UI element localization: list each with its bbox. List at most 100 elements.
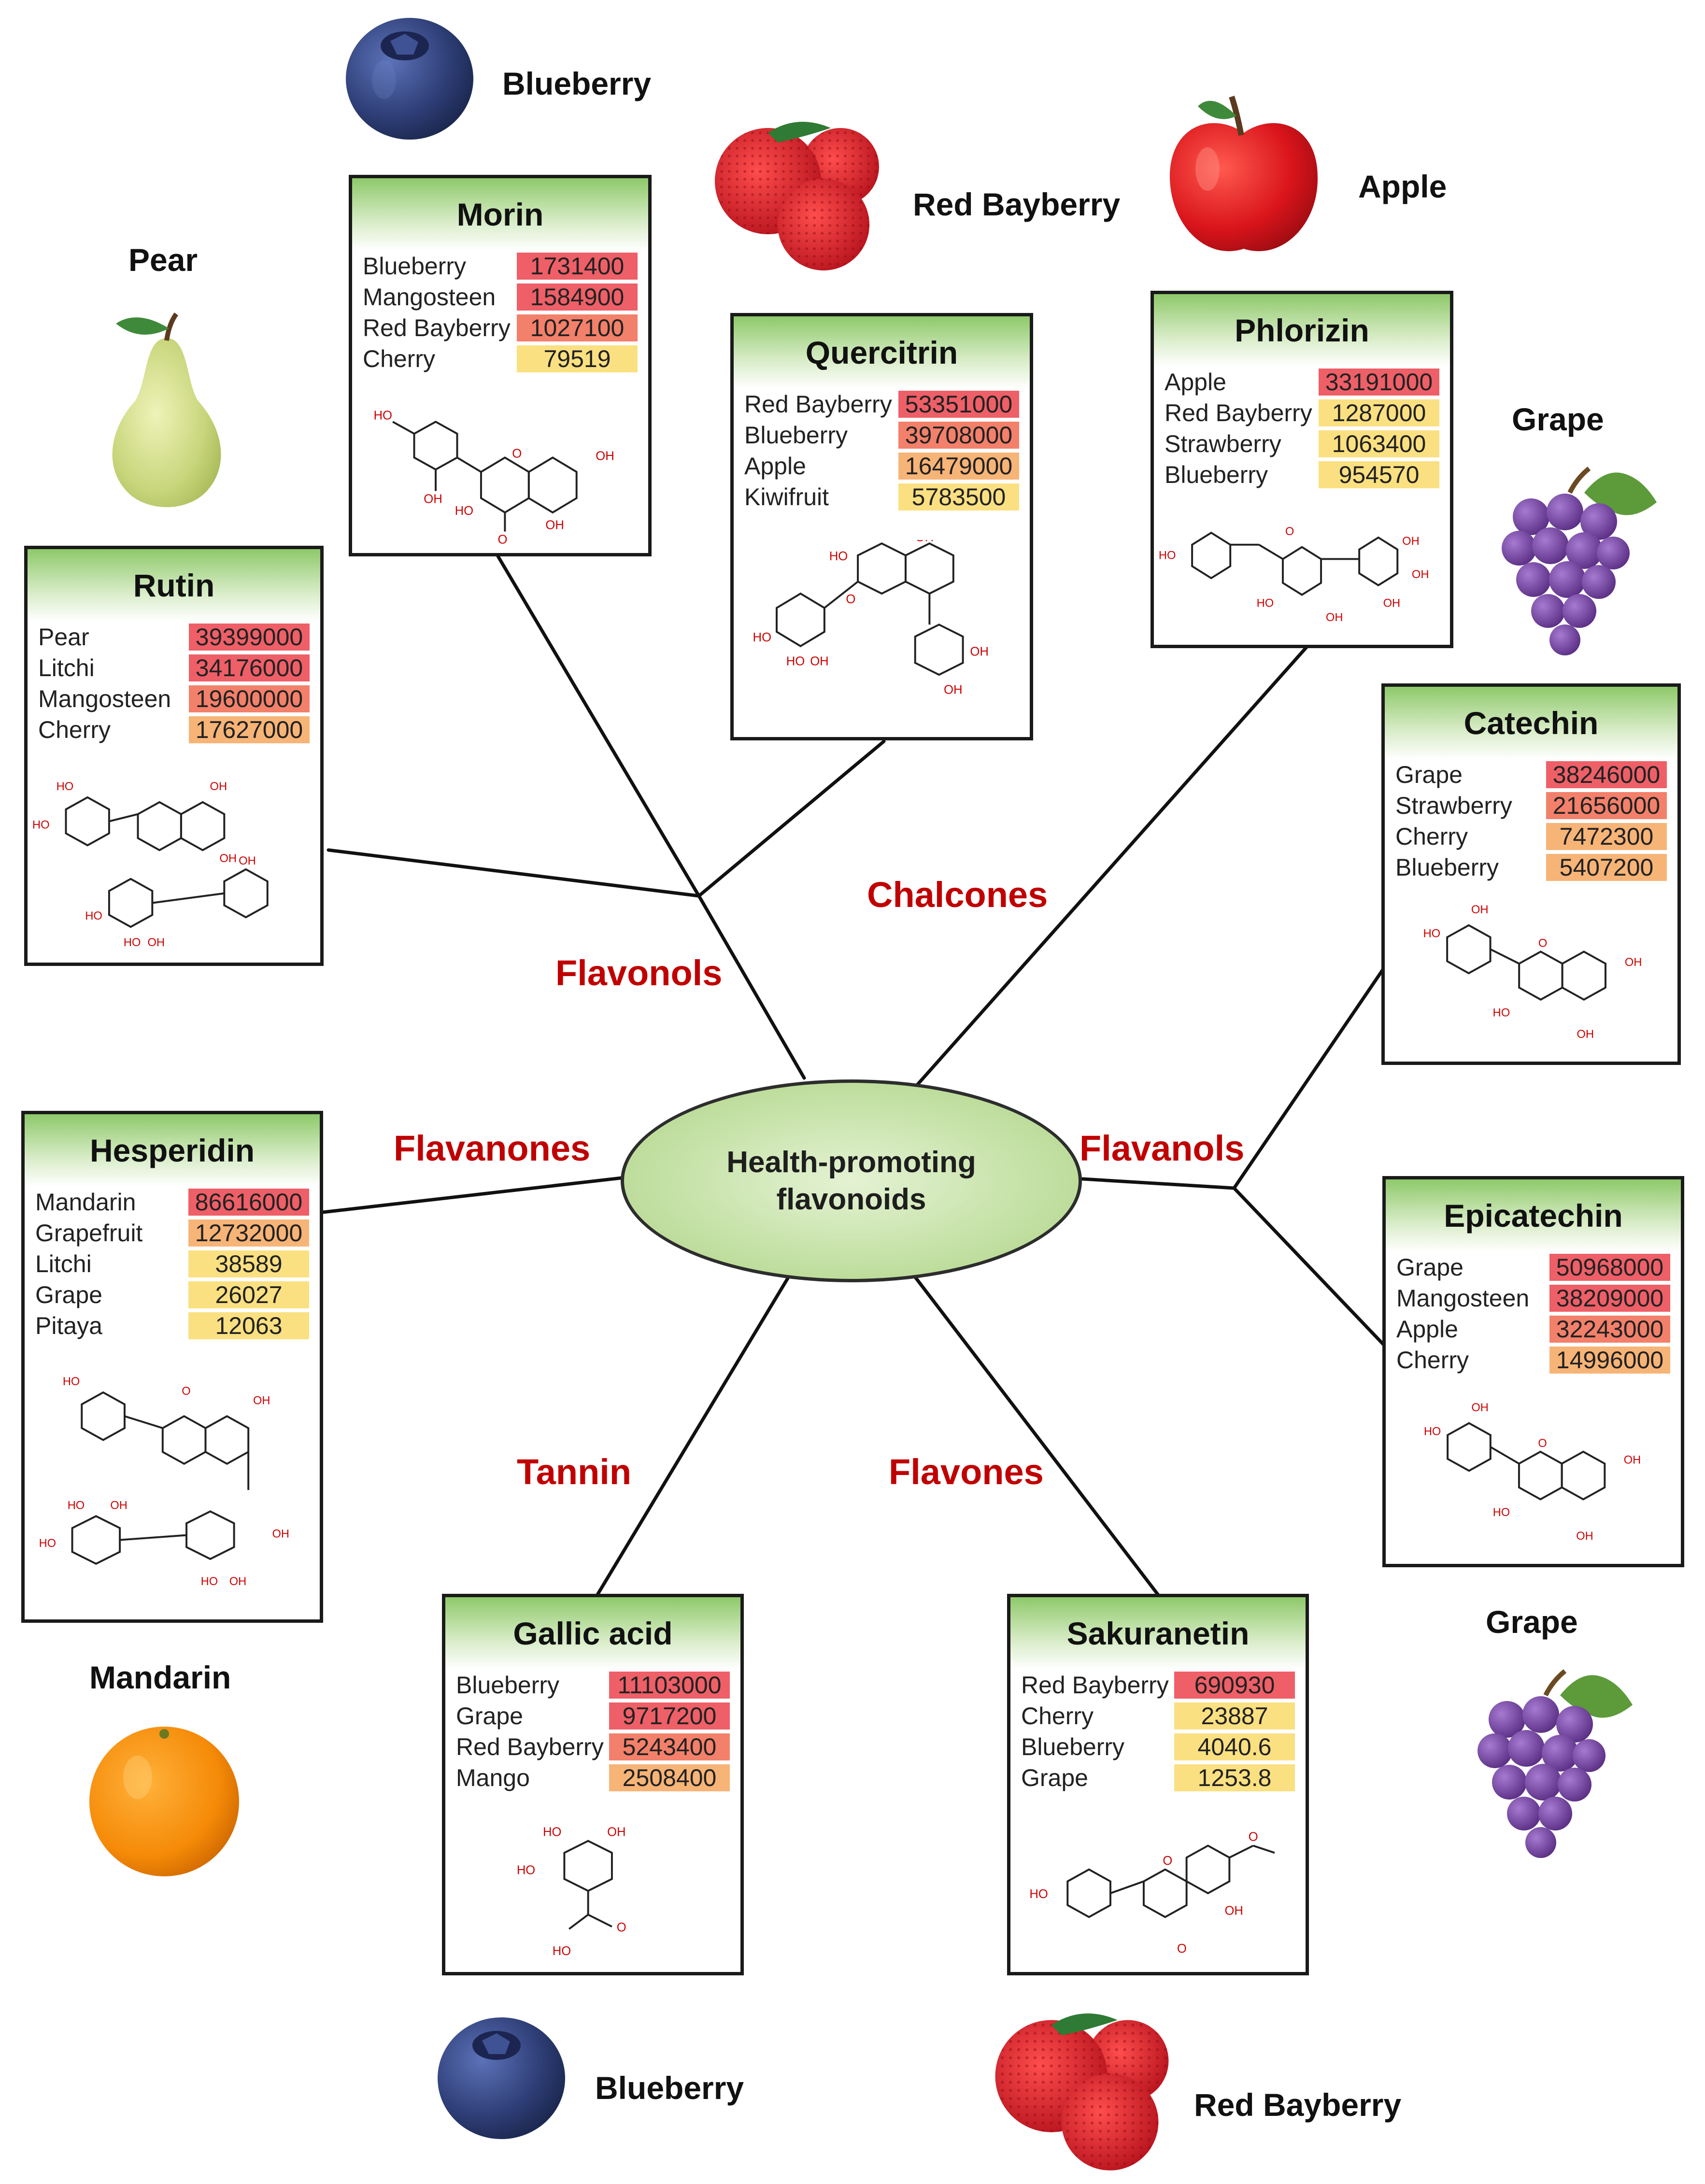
class-label-flavonols: Flavonols xyxy=(555,953,723,993)
fruit-label-mandarin: Mandarin xyxy=(89,1659,231,1695)
fruit-label-blueberry-bottom: Blueberry xyxy=(595,2070,744,2106)
class-label-chalcones: Chalcones xyxy=(867,875,1048,915)
svg-text:OH: OH xyxy=(1383,597,1401,610)
svg-text:HO: HO xyxy=(1493,1506,1510,1519)
svg-text:HO: HO xyxy=(753,631,772,644)
fruit-name: Red Bayberry xyxy=(744,391,892,418)
svg-text:OH: OH xyxy=(1576,1530,1593,1543)
svg-text:HO: HO xyxy=(553,1944,571,1958)
svg-text:HO: HO xyxy=(1424,1425,1441,1438)
fruit-name: Grape xyxy=(456,1702,523,1730)
compound-title: Epicatechin xyxy=(1386,1179,1681,1252)
svg-text:HO: HO xyxy=(124,936,141,949)
svg-text:OH: OH xyxy=(229,1575,246,1588)
svg-text:O: O xyxy=(512,447,522,460)
svg-text:HO: HO xyxy=(68,1499,85,1512)
svg-text:O: O xyxy=(1249,1830,1258,1844)
compound-title: Quercitrin xyxy=(734,316,1030,389)
apple-icon xyxy=(1169,96,1318,252)
fruit-name: Strawberry xyxy=(1395,792,1512,819)
fruit-name: Kiwifruit xyxy=(744,483,829,511)
table-row: Grape 38246000 xyxy=(1395,759,1667,790)
line-to-gallic-acid xyxy=(595,1273,792,1598)
grape-icon xyxy=(1502,467,1657,655)
svg-text:OH: OH xyxy=(596,449,614,463)
svg-text:O: O xyxy=(846,593,855,606)
content-value: 39708000 xyxy=(898,422,1019,449)
svg-text:HO: HO xyxy=(32,818,50,831)
content-value: 38209000 xyxy=(1549,1285,1670,1312)
fruit-name: Mandarin xyxy=(35,1189,136,1216)
svg-text:HO: HO xyxy=(201,1575,218,1588)
fruit-label-grape-bottom: Grape xyxy=(1486,1604,1578,1640)
class-label-tannin: Tannin xyxy=(517,1452,632,1492)
svg-text:OH: OH xyxy=(1471,903,1489,916)
fruit-name: Pear xyxy=(38,624,89,651)
content-value: 1287000 xyxy=(1319,399,1439,426)
content-value: 33191000 xyxy=(1319,369,1439,396)
content-value: 1027100 xyxy=(517,314,638,341)
fruit-label-pear: Pear xyxy=(128,242,198,278)
svg-text:HO: HO xyxy=(1423,927,1440,940)
line-to-quercitrin xyxy=(697,739,886,898)
fruit-label-grape-top: Grape xyxy=(1512,401,1604,437)
svg-text:HO: HO xyxy=(1159,549,1176,562)
fruit-name: Blueberry xyxy=(1395,854,1499,881)
svg-text:OH: OH xyxy=(1577,1028,1594,1041)
content-value: 5243400 xyxy=(609,1733,730,1760)
svg-text:OH: OH xyxy=(272,1528,289,1541)
compound-title: Catechin xyxy=(1385,687,1677,759)
content-value: 690930 xyxy=(1174,1672,1295,1699)
content-value: 12732000 xyxy=(188,1220,309,1247)
content-value: 11103000 xyxy=(609,1672,730,1699)
fruit-label-apple: Apple xyxy=(1358,169,1447,204)
content-value: 5783500 xyxy=(898,483,1019,511)
fruit-name: Grape xyxy=(1395,761,1463,788)
svg-text:O: O xyxy=(182,1385,190,1398)
svg-text:HO: HO xyxy=(543,1826,561,1839)
table-row: Red Bayberry 1287000 xyxy=(1165,397,1439,428)
svg-text:OH: OH xyxy=(424,492,442,506)
red-bayberry-icon xyxy=(715,122,879,270)
fruit-name: Red Bayberry xyxy=(1165,399,1312,426)
content-value: 5407200 xyxy=(1546,854,1667,881)
content-value: 38246000 xyxy=(1546,761,1667,788)
svg-text:OH: OH xyxy=(1402,535,1420,548)
svg-text:OH: OH xyxy=(1471,1402,1488,1414)
svg-text:OH: OH xyxy=(607,1826,625,1839)
svg-text:HO: HO xyxy=(85,909,102,922)
fruit-name: Apple xyxy=(1165,369,1226,396)
svg-text:HO: HO xyxy=(829,550,848,563)
content-value: 34176000 xyxy=(189,654,310,681)
fruit-name: Grape xyxy=(35,1281,102,1308)
line-to-epicatechin xyxy=(1232,1186,1391,1352)
content-value: 14996000 xyxy=(1549,1347,1670,1374)
center-node: Health-promoting flavonoids xyxy=(621,1079,1082,1282)
content-value: 954570 xyxy=(1319,461,1439,488)
fruit-name: Red Bayberry xyxy=(456,1733,604,1760)
table-row: Blueberry 5407200 xyxy=(1395,852,1667,883)
